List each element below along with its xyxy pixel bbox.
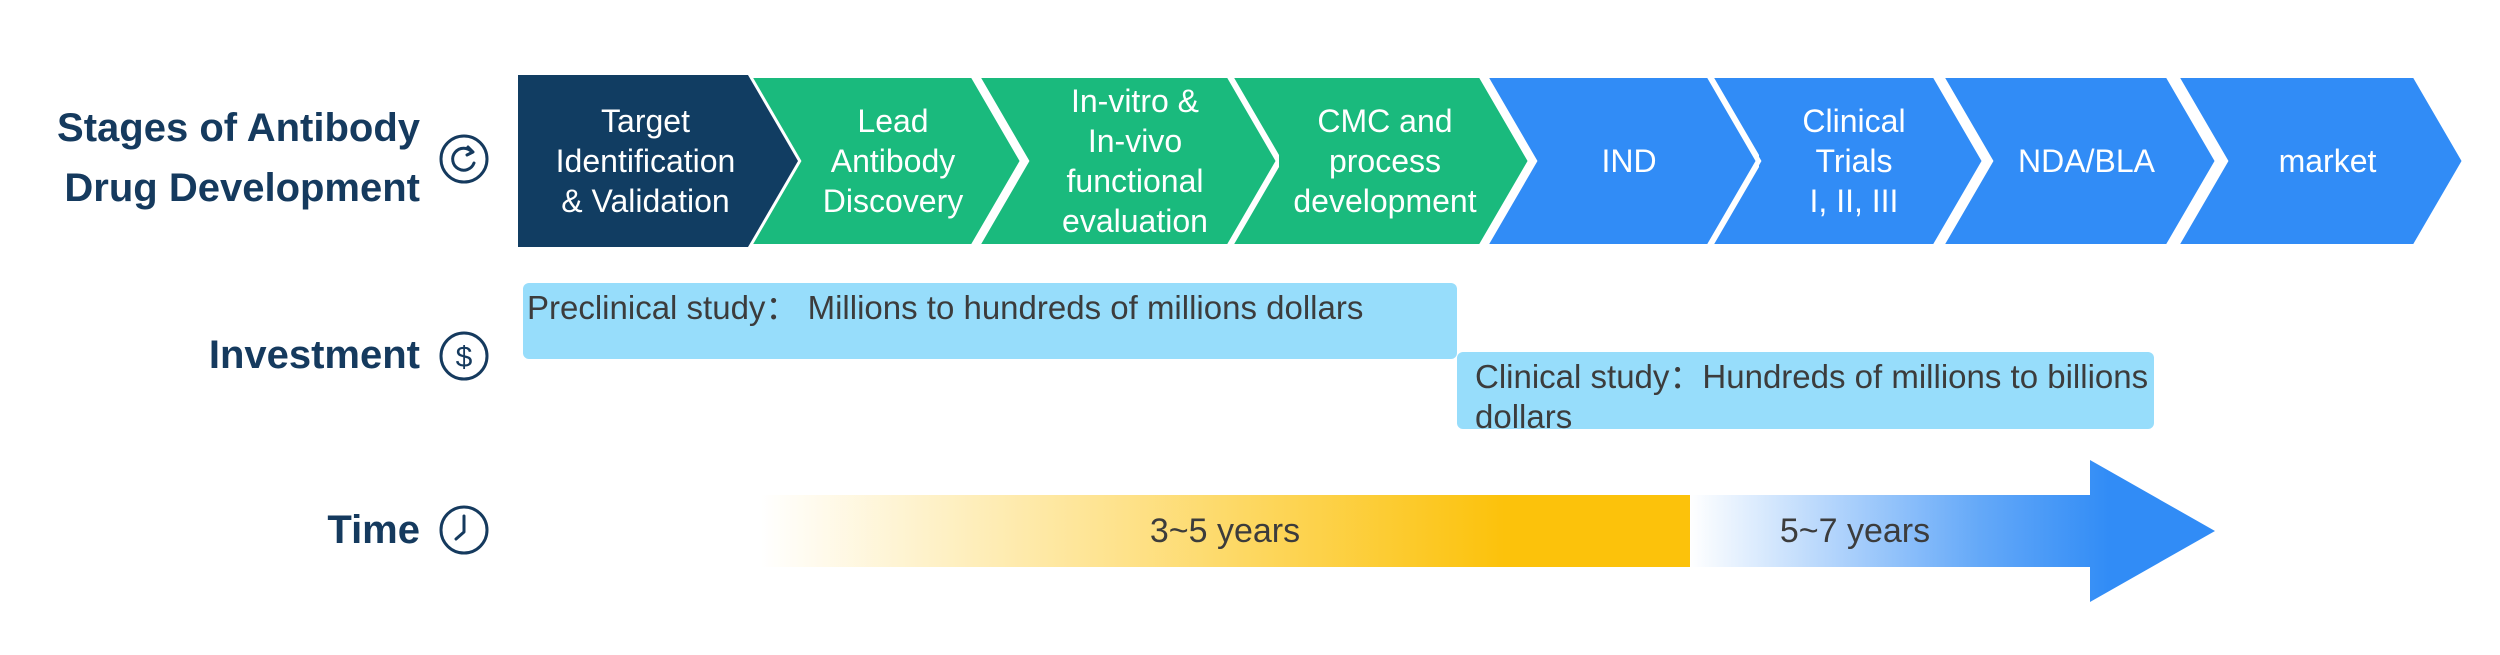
stage-target-identification: Target Identification & Validation — [518, 75, 798, 247]
stage-label: In-vitro & In-vivo functional evaluation — [1062, 83, 1208, 239]
preclinical-investment-text: Preclinical study： Millions to hundreds … — [527, 289, 1364, 326]
stage-ind: IND — [1484, 75, 1759, 247]
stage-label: Target Identification & Validation — [555, 103, 736, 219]
stage-clinical-trials: Clinical Trials I, II, III — [1708, 75, 1985, 247]
clinical-time-text: 5~7 years — [1779, 511, 1931, 550]
stage-in-vitro-in-vivo-evaluation: In-vitro & In-vivo functional evaluation — [976, 75, 1279, 247]
svg-text:$: $ — [456, 341, 473, 374]
stage-label: Clinical Trials I, II, III — [1802, 103, 1906, 219]
stage-label: CMC and process development — [1293, 103, 1477, 219]
clinical-investment-box: Clinical study：Hundreds of millions to b… — [1457, 352, 2154, 435]
stage-lead-antibody-discovery: Lead Antibody Discovery — [748, 75, 1023, 247]
clinical-time-arrow: 5~7 years — [1690, 460, 2215, 602]
stage-label: IND — [1601, 143, 1657, 179]
stage-label: NDA/BLA — [2018, 143, 2155, 179]
stages-row-label: Stages of Antibody Drug Development — [57, 106, 420, 210]
preclinical-investment-box: Preclinical study： Millions to hundreds … — [523, 283, 1457, 359]
clock-icon — [438, 504, 490, 556]
clinical-investment-text: Clinical study：Hundreds of millions to b… — [1475, 358, 2149, 435]
stage-market: market — [2175, 75, 2465, 247]
stage-label: market — [2278, 143, 2377, 179]
preclinical-time-bar: 3~5 years — [760, 495, 1690, 567]
stage-label: Lead Antibody Discovery — [822, 103, 964, 219]
dollar-icon: $ — [438, 330, 490, 382]
refresh-icon — [438, 133, 490, 185]
time-row-label: Time — [327, 508, 420, 552]
stage-nda-bla: NDA/BLA — [1940, 75, 2218, 247]
preclinical-time-text: 3~5 years — [1149, 511, 1301, 550]
investment-row-label: Investment — [208, 333, 420, 377]
